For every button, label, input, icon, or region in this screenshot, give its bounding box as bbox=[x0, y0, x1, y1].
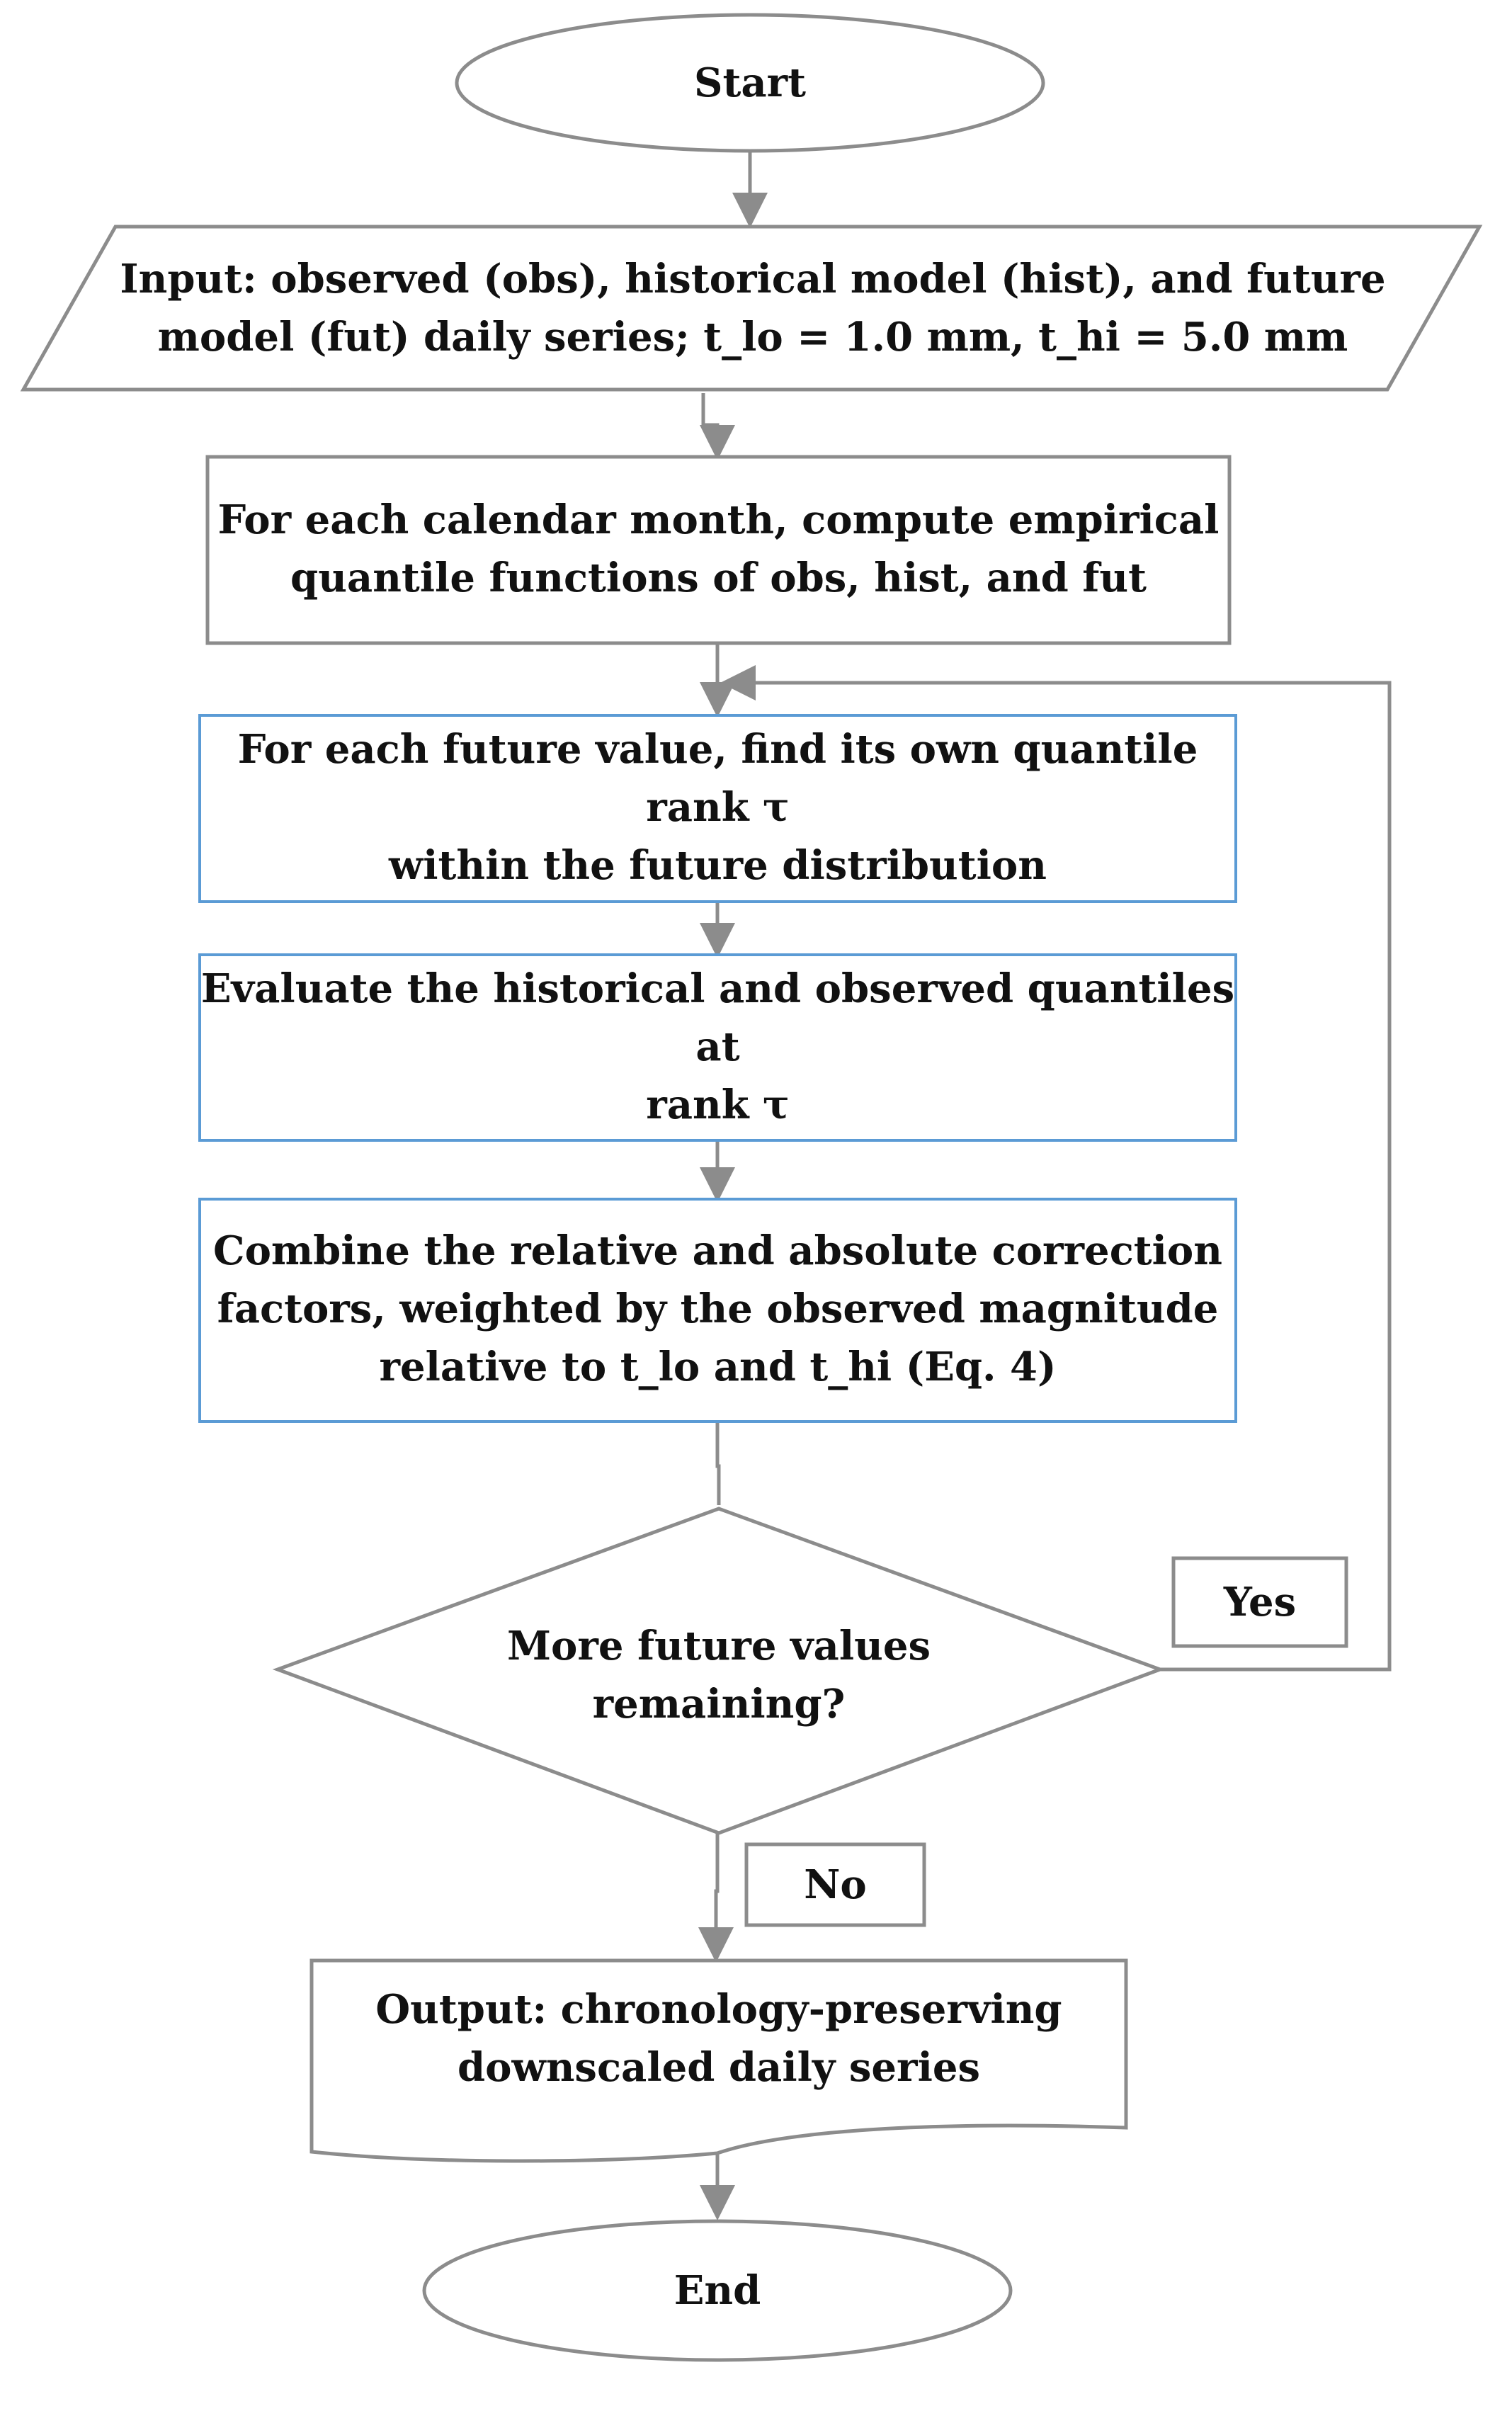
quantile-functions-label: For each calendar month, compute empiric… bbox=[217, 497, 1220, 601]
evaluate-label: Evaluate the historical and observed qua… bbox=[200, 965, 1235, 1128]
arrow-no-to-output bbox=[698, 1833, 734, 1963]
end-terminal bbox=[422, 2219, 1013, 2362]
output-document bbox=[309, 1958, 1128, 2163]
decision-diamond bbox=[272, 1507, 1166, 1835]
input-parallelogram bbox=[20, 225, 1483, 392]
quantile-functions-process bbox=[205, 455, 1232, 645]
end-label: End bbox=[673, 2267, 761, 2314]
arrow-input-to-quantile bbox=[700, 393, 735, 460]
no-label: No bbox=[804, 1861, 867, 1908]
find-rank-label: For each future value, find its own quan… bbox=[237, 726, 1198, 889]
yes-label: Yes bbox=[1223, 1579, 1297, 1626]
start-label: Start bbox=[694, 59, 806, 106]
decision-label: More future values remaining? bbox=[507, 1623, 931, 1728]
start-terminal bbox=[455, 13, 1045, 153]
output-label: Output: chronology-preserving downscaled… bbox=[375, 1986, 1062, 2091]
arrow-yes-loop bbox=[720, 665, 1392, 1672]
find-rank-process bbox=[198, 714, 1237, 903]
combine-label: Combine the relative and absolute correc… bbox=[213, 1227, 1222, 1390]
combine-factors-process bbox=[198, 1198, 1237, 1423]
evaluate-quantiles-process bbox=[198, 953, 1237, 1142]
arrow-combine-to-decision bbox=[715, 1422, 721, 1505]
input-label: Input: observed (obs), historical model … bbox=[120, 256, 1386, 361]
yes-label-box bbox=[1171, 1556, 1348, 1648]
no-label-box bbox=[744, 1842, 926, 1927]
